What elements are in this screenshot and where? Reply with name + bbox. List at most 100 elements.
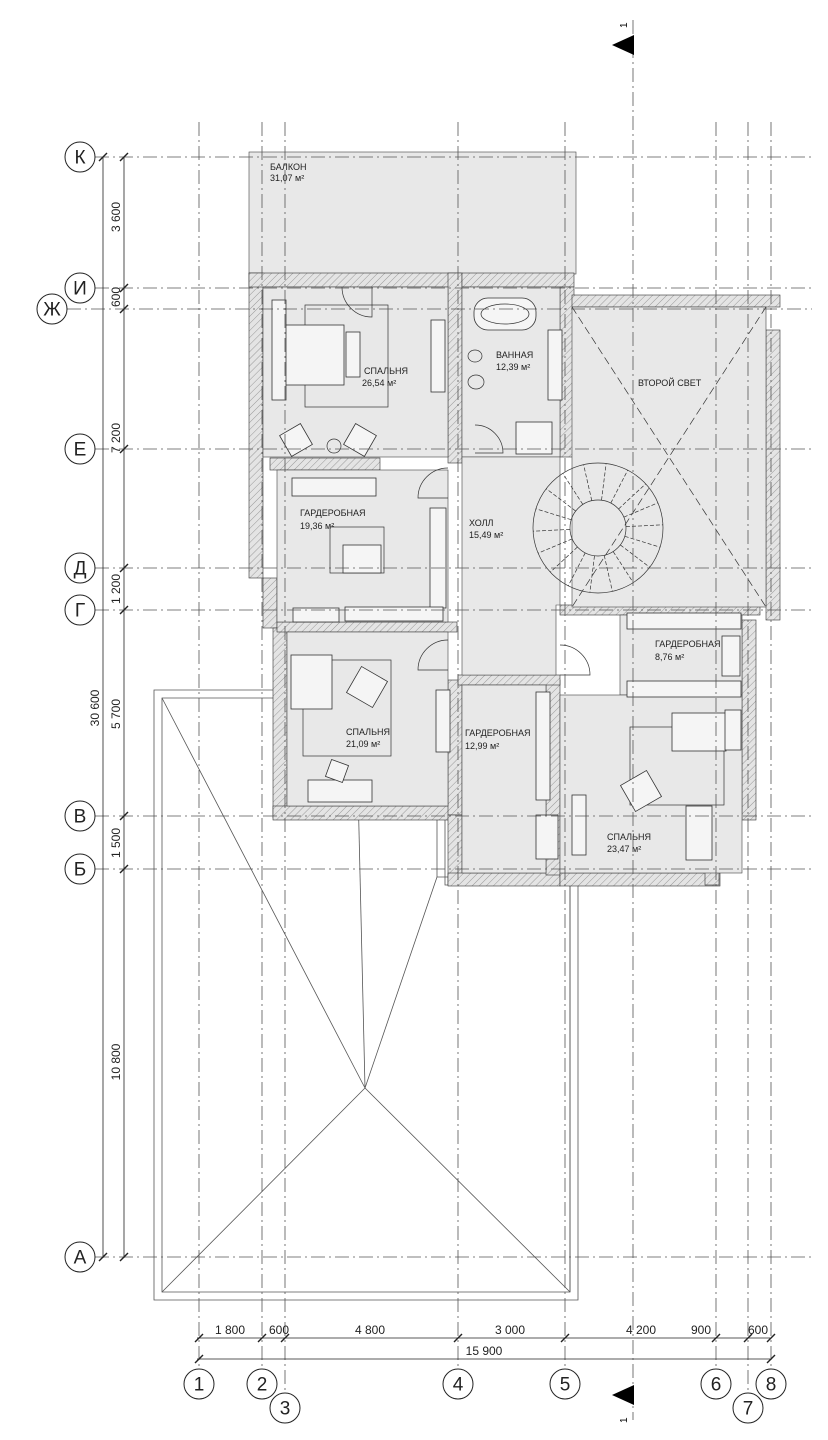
- axis-col-0: 1: [194, 1375, 205, 1396]
- second-light-name: ВТОРОЙ СВЕТ: [638, 377, 702, 388]
- axis-row-6: В: [74, 807, 87, 828]
- dim-tick: [280, 1333, 290, 1343]
- dim-tick: [119, 152, 129, 162]
- stair-tread: [620, 544, 650, 568]
- bedroom2-area-label: 21,09 м²: [346, 739, 380, 749]
- furniture: [271, 297, 742, 861]
- axis-row-2: Ж: [43, 300, 61, 321]
- axis-col-1: 2: [257, 1375, 268, 1396]
- dim-tick: [560, 1333, 570, 1343]
- dim-tick: [766, 1333, 776, 1343]
- balcony-area-label: 31,07 м²: [270, 173, 304, 183]
- axis-row-8: А: [74, 1248, 87, 1269]
- stair-tread: [612, 551, 634, 583]
- axis-col-3: 4: [453, 1375, 464, 1396]
- balcony-area: [248, 151, 577, 275]
- dim-tick: [119, 605, 129, 615]
- wardrobe2-name: ГАРДЕРОБНАЯ: [655, 639, 721, 649]
- wardrobe3-area: [461, 684, 547, 874]
- dim-tick: [257, 1333, 267, 1343]
- bathroom-area-label: 12,39 м²: [496, 362, 530, 372]
- balcony-name: БАЛКОН: [270, 162, 306, 172]
- dim-h-2: 4 800: [355, 1323, 385, 1337]
- dim-tick: [119, 304, 129, 314]
- section-arrow-bottom: [612, 1385, 634, 1405]
- section-number-top: 1: [619, 22, 630, 28]
- bedroom3-area-label: 23,47 м²: [607, 844, 641, 854]
- dim-tick: [453, 1333, 463, 1343]
- dim-tick: [119, 864, 129, 874]
- axis-row-0: К: [74, 148, 85, 169]
- axis-row-3: Е: [74, 440, 87, 461]
- hall-area: [461, 456, 561, 676]
- dim-tick: [711, 1333, 721, 1343]
- dim-tick: [743, 1333, 753, 1343]
- dim-v-2: 7 200: [109, 423, 123, 453]
- dim-v-1: 600: [109, 287, 123, 307]
- dim-tick: [766, 1354, 776, 1364]
- axis-row-4: Д: [74, 559, 87, 580]
- dim-tick: [119, 1252, 129, 1262]
- axis-col-7: 8: [766, 1375, 777, 1396]
- dim-tick: [119, 444, 129, 454]
- dim-tick: [119, 283, 129, 293]
- wardrobe3-area-label: 12,99 м²: [465, 741, 499, 751]
- stair-tread: [589, 555, 595, 593]
- stair-tread: [562, 473, 584, 505]
- stair-tread: [537, 538, 573, 554]
- axis-row-7: Б: [74, 860, 86, 881]
- dim-h-6: 600: [748, 1323, 768, 1337]
- dim-h-total: 15 900: [466, 1344, 503, 1358]
- dim-tick: [194, 1354, 204, 1364]
- stair-tread: [625, 524, 663, 527]
- dim-tick: [98, 152, 108, 162]
- dim-v-3: 1 200: [109, 574, 123, 604]
- section-marks: 1 1: [612, 20, 634, 1423]
- dimension-lines: [102, 157, 770, 1360]
- dim-h-5: 900: [691, 1323, 711, 1337]
- room-labels: БАЛКОН 31,07 м² СПАЛЬНЯ 26,54 м² ВАННАЯ …: [270, 162, 721, 854]
- dim-h-1: 600: [269, 1323, 289, 1337]
- axis-col-6: 7: [743, 1399, 754, 1420]
- stair-tread: [601, 463, 607, 501]
- axis-col-5: 6: [711, 1375, 722, 1396]
- row-axis-bubbles: К И Ж Е Д Г В Б А: [36, 141, 96, 1273]
- dim-v-5: 1 500: [109, 828, 123, 858]
- dimension-ticks: [98, 152, 776, 1364]
- dim-v-0: 3 600: [109, 202, 123, 232]
- stair-tread: [533, 529, 571, 532]
- bedroom1-area-label: 26,54 м²: [362, 378, 396, 388]
- stair-tread: [610, 470, 629, 504]
- stair-tread: [546, 488, 576, 512]
- axis-row-5: Г: [75, 601, 85, 622]
- bedroom2-name: СПАЛЬНЯ: [346, 727, 390, 737]
- axis-col-2: 3: [280, 1399, 291, 1420]
- wardrobe1-area-label: 19,36 м²: [300, 521, 334, 531]
- axis-col-4: 5: [560, 1375, 571, 1396]
- stair-tread: [583, 464, 593, 501]
- stair-tread: [624, 535, 661, 548]
- hall-name: ХОЛЛ: [469, 518, 494, 528]
- axis-grid: [67, 122, 812, 1393]
- dim-tick: [194, 1333, 204, 1343]
- doors: [341, 286, 591, 676]
- stair-tread: [567, 552, 586, 586]
- dim-v-total: 30 600: [88, 689, 102, 726]
- stair-tread: [618, 483, 646, 510]
- dim-tick: [119, 563, 129, 573]
- bedroom3-name: СПАЛЬНЯ: [607, 832, 651, 842]
- section-arrow-top: [612, 35, 634, 55]
- vertical-dimensions: 3 600 600 7 200 1 200 5 700 1 500 10 800…: [88, 202, 123, 1081]
- bedroom1-name: СПАЛЬНЯ: [364, 366, 408, 376]
- wardrobe1-name: ГАРДЕРОБНАЯ: [300, 508, 366, 518]
- spiral-staircase: [532, 462, 664, 594]
- dim-v-4: 5 700: [109, 699, 123, 729]
- dim-v-6: 10 800: [109, 1043, 123, 1080]
- column-axis-bubbles: 1 2 3 4 5 6 7 8: [183, 1368, 787, 1424]
- dim-tick: [119, 811, 129, 821]
- dim-h-4: 4 200: [626, 1323, 656, 1337]
- stair-tread: [603, 555, 613, 592]
- horizontal-dimensions: 1 800 600 4 800 3 000 4 200 900 600 15 9…: [215, 1323, 768, 1358]
- section-number-bottom: 1: [619, 1417, 630, 1423]
